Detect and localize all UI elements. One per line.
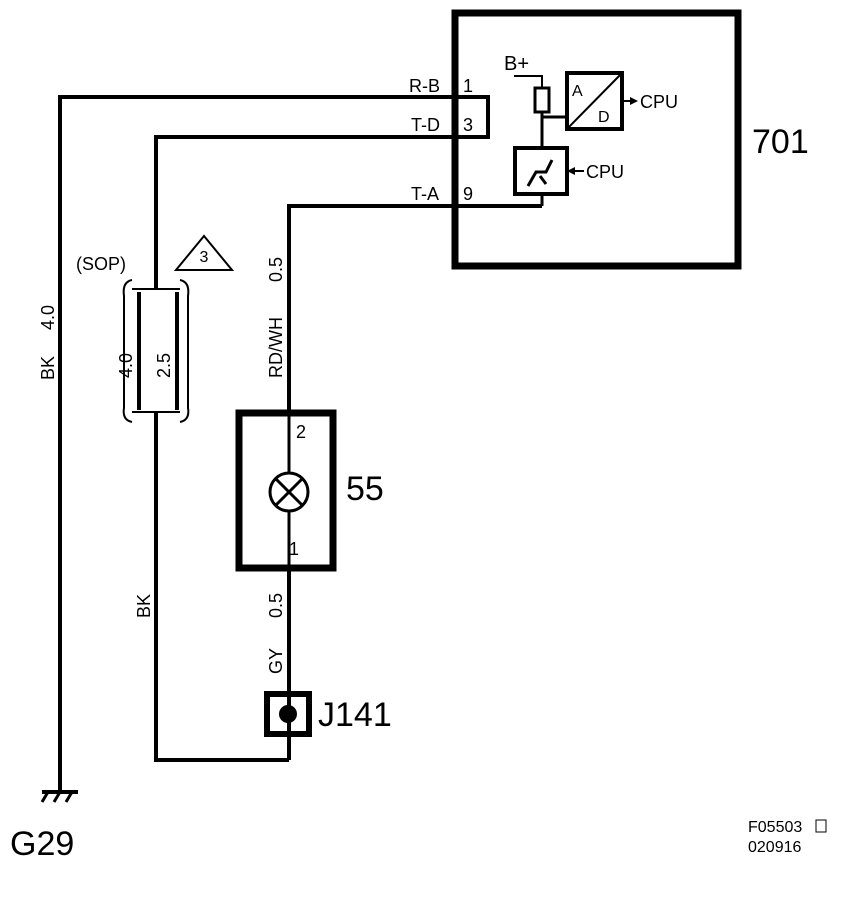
note-triangle — [173, 234, 235, 271]
cpu-label-1: CPU — [640, 92, 678, 112]
pin-num-9: 9 — [463, 184, 473, 204]
gy-size: 0.5 — [266, 593, 286, 618]
rdwh-color: RD/WH — [266, 317, 286, 378]
sop-label: (SOP) — [76, 254, 126, 274]
alt-size-2: 2.5 — [154, 353, 174, 378]
control-unit-label: 701 — [752, 123, 809, 161]
pin-jumper — [455, 95, 490, 139]
pin-num-3: 3 — [463, 115, 473, 135]
figure-id: F05503 — [748, 819, 802, 836]
alt-size-1: 4.0 — [116, 353, 136, 378]
date-code: 020916 — [748, 839, 801, 856]
lamp-label: 55 — [346, 470, 384, 508]
note-number: 3 — [200, 249, 209, 266]
connector-label: J141 — [318, 696, 392, 734]
control-unit-internals — [513, 71, 638, 206]
box-glyph-icon — [815, 819, 827, 833]
wire-t-d — [154, 135, 455, 272]
bk-main-color: BK — [38, 356, 58, 380]
ground-icon — [40, 790, 78, 803]
adc-d-label: D — [598, 109, 610, 126]
gy-color: GY — [266, 648, 286, 674]
cpu-label-2: CPU — [586, 162, 624, 182]
wire-t-a — [287, 204, 542, 412]
bk-main-size: 4.0 — [38, 305, 58, 330]
pin-label-r-b: R-B — [409, 76, 440, 96]
connector-pin-dot — [279, 705, 297, 723]
arrow-icon-2 — [567, 167, 575, 175]
pin-label-t-a: T-A — [411, 184, 439, 204]
lamp-box — [235, 409, 337, 572]
rdwh-size: 0.5 — [266, 257, 286, 282]
lamp-icon — [268, 471, 310, 513]
wire-bk-main — [58, 95, 488, 792]
wire-bk-return — [154, 420, 289, 762]
supply-label: B+ — [504, 53, 529, 75]
transistor-driver-icon — [513, 146, 569, 196]
ground-label: G29 — [10, 825, 74, 863]
sop-option-bracket — [122, 272, 190, 428]
pin-num-1: 1 — [463, 76, 473, 96]
lamp-pin-2: 2 — [296, 422, 306, 442]
adc-a-label: A — [572, 83, 583, 100]
resistor-icon — [533, 86, 551, 114]
bk-return-color: BK — [134, 594, 154, 618]
arrow-icon — [630, 97, 638, 105]
lamp-pin-1: 1 — [289, 539, 299, 559]
pin-label-t-d: T-D — [411, 115, 440, 135]
control-unit-box — [451, 9, 742, 270]
